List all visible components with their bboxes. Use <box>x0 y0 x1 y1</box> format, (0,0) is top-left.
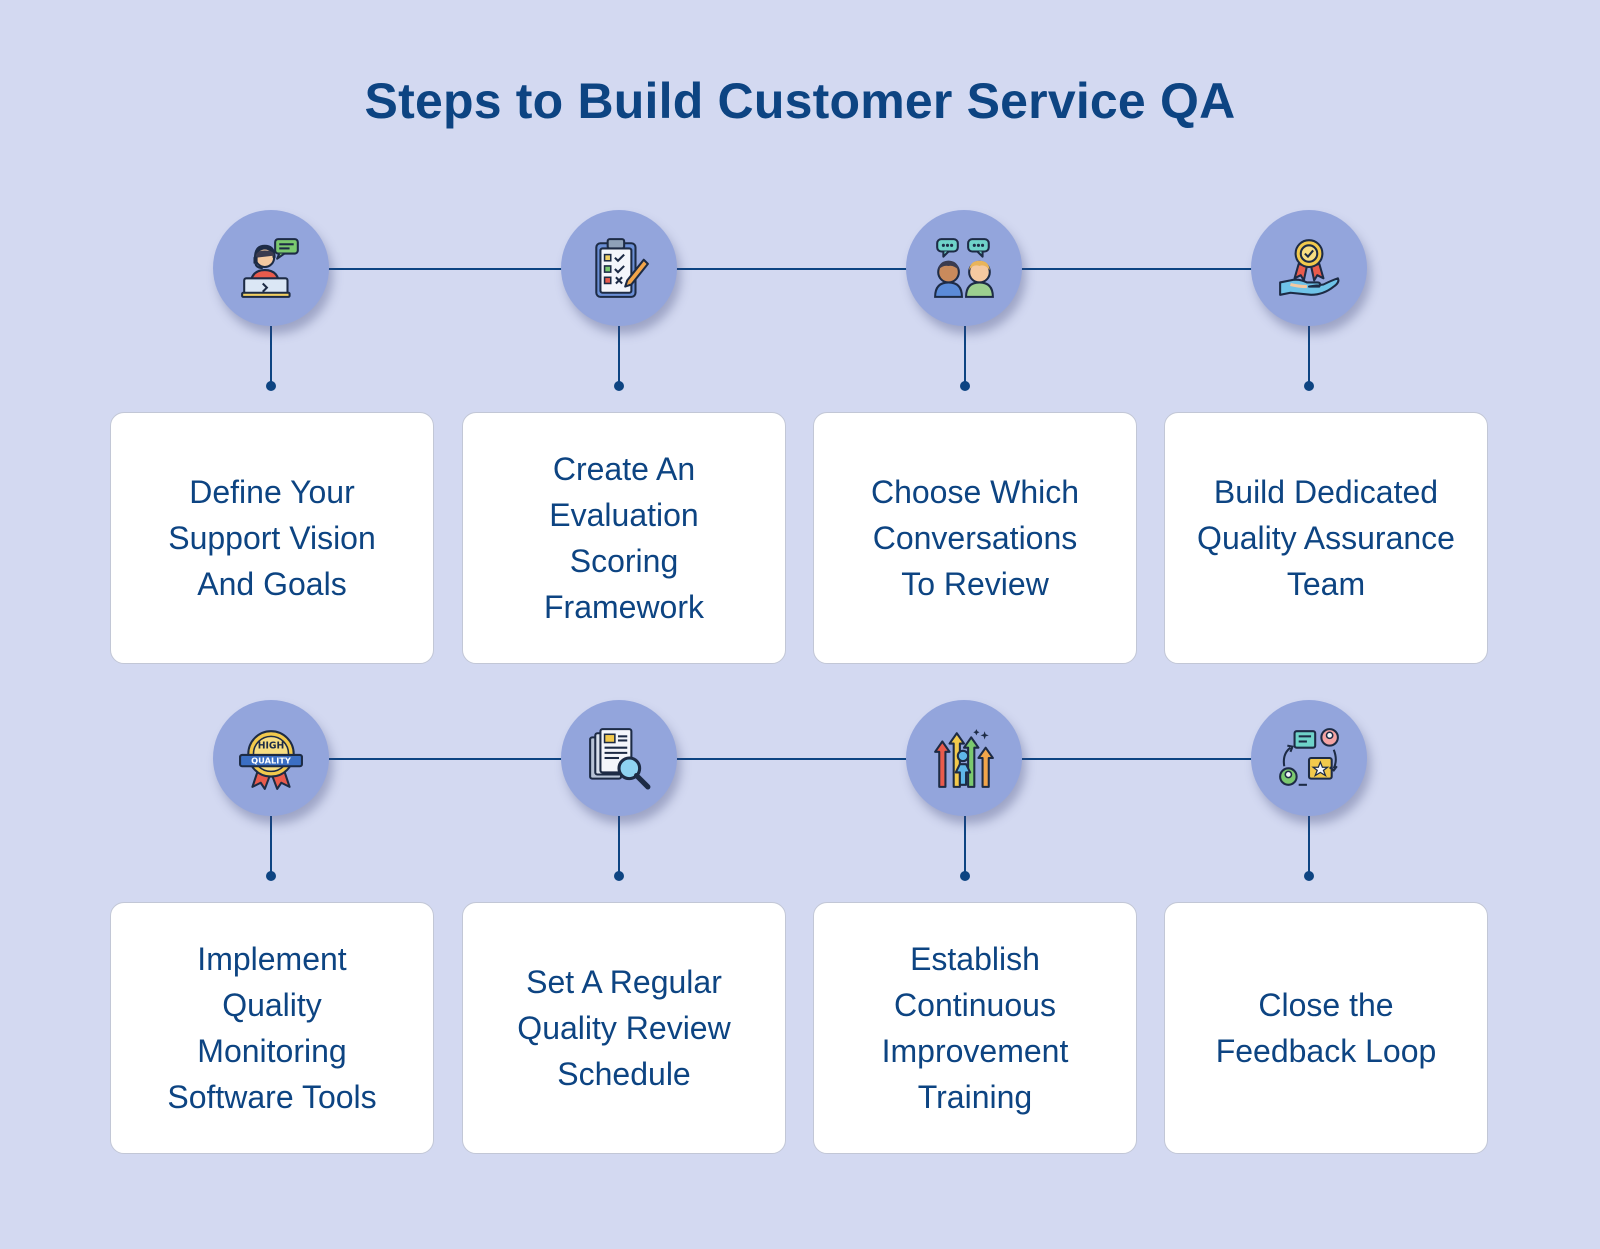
step-3: Choose Which Conversations To Review <box>813 210 1139 670</box>
step-7-label: Establish Continuous Improvement Trainin… <box>881 941 1069 1115</box>
clipboard-checklist-icon <box>595 238 649 298</box>
connector-dot <box>614 871 624 881</box>
connector-line-vertical <box>270 816 272 878</box>
step-6-label: Set A Regular Quality Review Schedule <box>517 964 731 1092</box>
step-2-label: Create An Evaluation Scoring Framework <box>543 451 704 625</box>
step-2-card: Create An Evaluation Scoring Framework <box>462 412 786 664</box>
step-6-node <box>561 700 677 816</box>
step-8-card: Close the Feedback Loop <box>1164 902 1488 1154</box>
connector-line-vertical <box>964 816 966 878</box>
connector-dot <box>266 871 276 881</box>
step-5: HIGH QUALITY Implement Quality Monitorin… <box>110 700 436 1160</box>
step-8-label: Close the Feedback Loop <box>1215 987 1437 1069</box>
connector-line-horizontal <box>273 268 1309 270</box>
step-5-label: Implement Quality Monitoring Software To… <box>167 941 377 1115</box>
growth-arrows-icon <box>934 729 994 788</box>
steps-row-2: HIGH QUALITY Implement Quality Monitorin… <box>0 700 1600 1160</box>
step-1-node <box>213 210 329 326</box>
badge-text-quality: QUALITY <box>251 756 292 766</box>
document-search-icon <box>589 728 651 790</box>
connector-dot <box>1304 381 1314 391</box>
step-7: Establish Continuous Improvement Trainin… <box>813 700 1139 1160</box>
step-7-node <box>906 700 1022 816</box>
connector-dot <box>266 381 276 391</box>
step-2: Create An Evaluation Scoring Framework <box>462 210 788 670</box>
connector-line-vertical <box>270 326 272 388</box>
connector-line-vertical <box>1308 326 1310 388</box>
step-3-label: Choose Which Conversations To Review <box>870 474 1080 602</box>
support-agent-icon <box>241 238 299 298</box>
award-hand-icon <box>1279 239 1340 296</box>
step-4-node <box>1251 210 1367 326</box>
feedback-loop-icon <box>1279 728 1339 786</box>
steps-row-1: Define Your Support Vision And Goals Cre… <box>0 210 1600 670</box>
step-1-card: Define Your Support Vision And Goals <box>110 412 434 664</box>
conversation-people-icon <box>934 238 994 298</box>
connector-dot <box>960 871 970 881</box>
step-8-node <box>1251 700 1367 816</box>
connector-line-horizontal <box>273 758 1309 760</box>
step-1-label: Define Your Support Vision And Goals <box>168 474 376 602</box>
page-title: Steps to Build Customer Service QA <box>364 73 1236 129</box>
step-7-card: Establish Continuous Improvement Trainin… <box>813 902 1137 1154</box>
connector-line-vertical <box>618 326 620 388</box>
badge-text-high: HIGH <box>258 741 285 752</box>
high-quality-badge-icon: HIGH QUALITY <box>239 730 303 790</box>
step-6-card: Set A Regular Quality Review Schedule <box>462 902 786 1154</box>
step-8: Close the Feedback Loop <box>1164 700 1490 1160</box>
step-5-card: Implement Quality Monitoring Software To… <box>110 902 434 1154</box>
step-4: Build Dedicated Quality Assurance Team <box>1164 210 1490 670</box>
connector-line-vertical <box>964 326 966 388</box>
step-1: Define Your Support Vision And Goals <box>110 210 436 670</box>
step-4-card: Build Dedicated Quality Assurance Team <box>1164 412 1488 664</box>
connector-dot <box>960 381 970 391</box>
step-4-label: Build Dedicated Quality Assurance Team <box>1197 474 1455 602</box>
step-3-card: Choose Which Conversations To Review <box>813 412 1137 664</box>
step-5-node: HIGH QUALITY <box>213 700 329 816</box>
step-2-node <box>561 210 677 326</box>
step-3-node <box>906 210 1022 326</box>
connector-line-vertical <box>618 816 620 878</box>
connector-dot <box>614 381 624 391</box>
connector-dot <box>1304 871 1314 881</box>
step-6: Set A Regular Quality Review Schedule <box>462 700 788 1160</box>
connector-line-vertical <box>1308 816 1310 878</box>
